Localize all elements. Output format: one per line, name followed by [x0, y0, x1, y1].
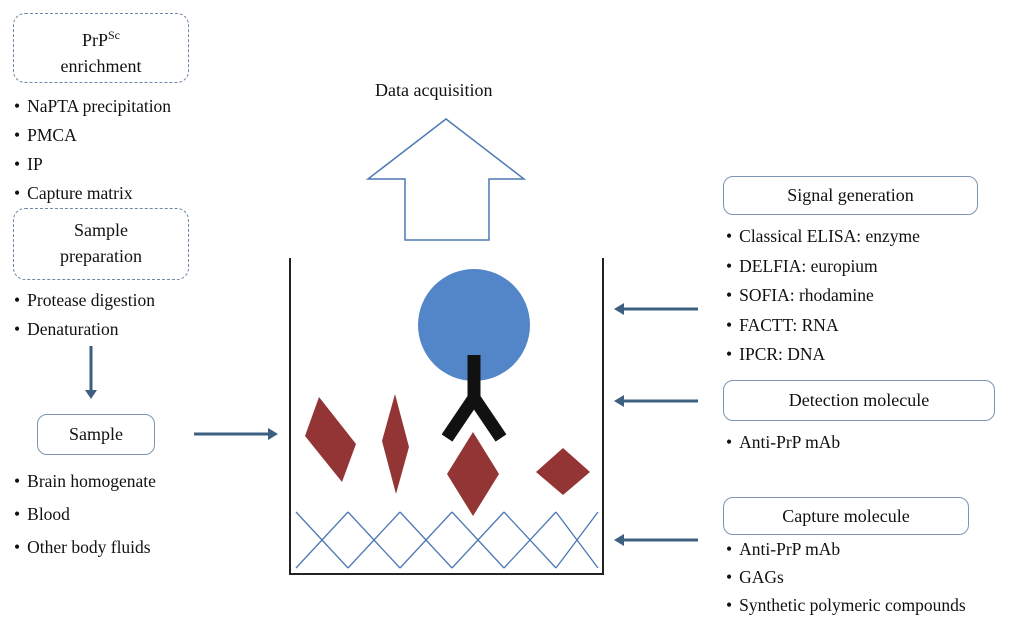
data-acquisition-label: Data acquisition: [375, 80, 493, 100]
detection-molecule-box: Detection molecule: [723, 380, 995, 421]
list-item: SOFIA: rhodamine: [726, 281, 920, 311]
list-item: Blood: [14, 498, 156, 531]
sample-preparation-line2: preparation: [60, 246, 142, 266]
prion-particle: [447, 432, 499, 516]
sample-list: Brain homogenate Blood Other body fluids: [14, 465, 156, 564]
prion-particle: [305, 397, 356, 482]
signal-generation-list: Classical ELISA: enzyme DELFIA: europium…: [726, 222, 920, 370]
list-item: Classical ELISA: enzyme: [726, 222, 920, 252]
prpsc-enrichment-title: PrPSc: [81, 28, 120, 50]
list-item: NaPTA precipitation: [14, 92, 171, 121]
list-item: IPCR: DNA: [726, 340, 920, 370]
capture-molecule-list: Anti-PrP mAb GAGs Synthetic polymeric co…: [726, 535, 966, 619]
signal-generation-label: Signal generation: [787, 185, 914, 205]
sample-preparation-box: Sample preparation: [13, 208, 189, 280]
list-item: Anti-PrP mAb: [726, 428, 840, 457]
list-item: Other body fluids: [14, 531, 156, 564]
sample-label: Sample: [69, 424, 123, 444]
prpsc-enrichment-subtitle: enrichment: [60, 56, 142, 76]
list-item: FACTT: RNA: [726, 311, 920, 341]
data-acquisition-arrow: [365, 118, 527, 241]
list-item: Denaturation: [14, 315, 155, 344]
list-item: PMCA: [14, 121, 171, 150]
well-outline: [289, 258, 604, 575]
detection-molecule-list: Anti-PrP mAb: [726, 428, 840, 457]
signal-label-circle: [418, 269, 530, 381]
list-item: Capture matrix: [14, 179, 171, 208]
list-item: Protease digestion: [14, 286, 155, 315]
list-item: Synthetic polymeric compounds: [726, 591, 966, 619]
prion-particle: [382, 394, 409, 494]
sample-box: Sample: [37, 414, 155, 455]
list-item: IP: [14, 150, 171, 179]
capture-molecule-label: Capture molecule: [782, 506, 910, 526]
list-item: Brain homogenate: [14, 465, 156, 498]
prpsc-enrichment-list: NaPTA precipitation PMCA IP Capture matr…: [14, 92, 171, 208]
detection-molecule-label: Detection molecule: [788, 390, 930, 410]
list-item: GAGs: [726, 563, 966, 591]
antibody-icon: [441, 355, 507, 442]
sample-preparation-line1: Sample: [74, 220, 128, 240]
flow-arrows: [85, 303, 698, 546]
prpsc-enrichment-box: PrPSc enrichment: [13, 13, 189, 83]
prion-particle: [536, 448, 590, 495]
capture-matrix-mesh: [295, 511, 599, 569]
list-item: DELFIA: europium: [726, 252, 920, 282]
capture-molecule-box: Capture molecule: [723, 497, 969, 535]
list-item: Anti-PrP mAb: [726, 535, 966, 563]
signal-generation-box: Signal generation: [723, 176, 978, 215]
sample-preparation-list: Protease digestion Denaturation: [14, 286, 155, 344]
